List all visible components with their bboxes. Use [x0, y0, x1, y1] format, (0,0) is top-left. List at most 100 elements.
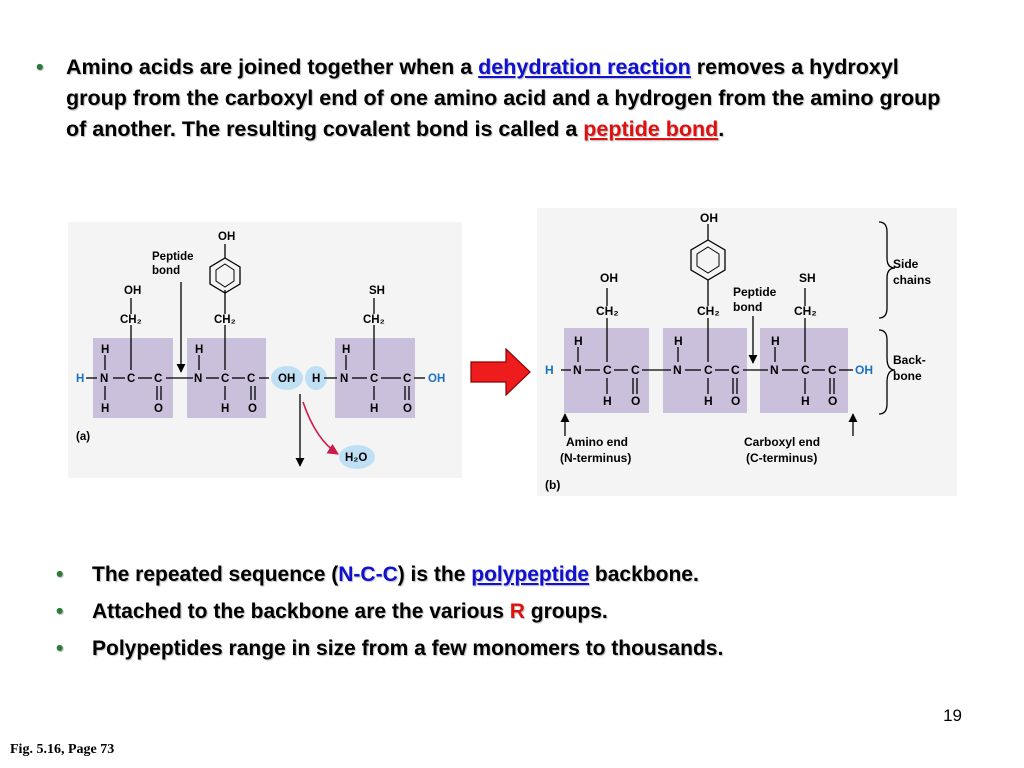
- intro-text: Amino acids are joined together when a d…: [66, 52, 956, 145]
- figure-a-dehydration: OH Peptide bond OH SH CH₂ CH₂ CH₂ H H H …: [68, 222, 462, 478]
- list-bullet: •: [56, 637, 64, 660]
- h-blue-label: H: [76, 373, 84, 385]
- list-text: The repeated sequence (: [92, 563, 339, 586]
- oh-label: OH: [124, 285, 141, 297]
- carboxyl-end-label: Carboxyl end: [744, 435, 820, 449]
- residue-box-2: [187, 338, 266, 418]
- c-terminus-label: (C-terminus): [746, 451, 817, 465]
- benzene-ring-b: [690, 239, 726, 281]
- c-label: C: [127, 373, 135, 385]
- peptide-label-a: Peptide: [152, 251, 194, 263]
- benzene-ring-a: [209, 257, 241, 294]
- bond-label-b: bond: [733, 300, 762, 314]
- h-label: H: [101, 403, 109, 415]
- figure-b-polypeptide: OH OH SH Peptide bond CH₂ CH₂ CH₂ H H H …: [537, 208, 957, 496]
- n-label: N: [573, 363, 582, 377]
- h-label: H: [195, 344, 203, 356]
- list-item: • Polypeptides range in size from a few …: [56, 630, 956, 667]
- bond-label-a: bond: [152, 265, 180, 277]
- backbone-brace: [878, 329, 896, 415]
- side-chains-brace: [878, 221, 896, 319]
- polypeptide-link[interactable]: polypeptide: [471, 563, 590, 586]
- c-label: C: [828, 363, 837, 377]
- intro-part-3: .: [718, 117, 725, 141]
- h-label: H: [101, 344, 109, 356]
- c-label: C: [704, 363, 713, 377]
- oh-label: OH: [278, 373, 295, 385]
- c-label: C: [631, 363, 640, 377]
- intro-part-1: Amino acids are joined together when a: [66, 55, 479, 79]
- residue-box-3: [760, 328, 848, 413]
- h-label: H: [574, 334, 583, 348]
- h-label: H: [370, 403, 378, 415]
- backbone-label-1: Back-: [893, 353, 926, 367]
- o-label: O: [631, 394, 640, 408]
- dehydration-reaction-link[interactable]: dehydration reaction: [478, 55, 691, 79]
- o-label: O: [248, 403, 257, 415]
- residue-box-2: [663, 328, 747, 413]
- list-text: backbone.: [589, 563, 699, 586]
- water-label: H₂O: [345, 452, 367, 464]
- h-label: H: [704, 394, 713, 408]
- ch2-label: CH₂: [120, 314, 142, 326]
- list-text: ) is the: [397, 563, 472, 586]
- intro-bullet: •: [36, 55, 44, 79]
- list-item: • Attached to the backbone are the vario…: [56, 593, 956, 630]
- bullet-list: • The repeated sequence (N-C-C) is the p…: [56, 556, 956, 667]
- ch2-label: CH₂: [697, 304, 720, 318]
- n-label: N: [340, 373, 348, 385]
- reaction-arrow-icon: [470, 348, 531, 396]
- c-label: C: [403, 373, 411, 385]
- c-label: C: [801, 363, 810, 377]
- list-item: • The repeated sequence (N-C-C) is the p…: [56, 556, 956, 593]
- figure-reference: Fig. 5.16, Page 73: [10, 742, 115, 757]
- n-label: N: [673, 363, 682, 377]
- side-chains-label-2: chains: [893, 273, 931, 287]
- intro-part-2: removes a hydroxyl group from the carbox…: [66, 55, 941, 141]
- oh-label: OH: [700, 211, 718, 225]
- residue-box-3: [335, 338, 415, 418]
- h-label: H: [603, 394, 612, 408]
- n-label: N: [770, 363, 779, 377]
- side-chains-label-1: Side: [893, 257, 919, 271]
- oh-label: OH: [600, 271, 618, 285]
- backbone-label-2: bone: [893, 369, 922, 383]
- ch2-label: CH₂: [363, 314, 385, 326]
- h-label: H: [312, 373, 320, 385]
- c-label: C: [731, 363, 740, 377]
- list-text: Polypeptides range in size from a few mo…: [92, 637, 724, 660]
- r-groups-highlight: R: [509, 600, 525, 623]
- water-release-arrow: [302, 401, 339, 455]
- h-label: H: [674, 334, 683, 348]
- list-bullet: •: [56, 600, 64, 623]
- n-label: N: [194, 373, 202, 385]
- c-label: C: [154, 373, 162, 385]
- list-bullet: •: [56, 563, 64, 586]
- ch2-label: CH₂: [596, 304, 619, 318]
- peptide-bond-link[interactable]: peptide bond: [583, 117, 719, 141]
- list-text: groups.: [524, 600, 608, 623]
- oh-blue-label: OH: [855, 363, 873, 377]
- h-label: H: [221, 403, 229, 415]
- c-label: C: [603, 363, 612, 377]
- o-label: O: [731, 394, 740, 408]
- oh-label: OH: [218, 231, 235, 243]
- h-blue-label: H: [545, 363, 554, 377]
- sh-label: SH: [799, 271, 816, 285]
- sh-label: SH: [369, 285, 385, 297]
- c-label: C: [221, 373, 229, 385]
- n-label: N: [100, 373, 108, 385]
- list-text: Attached to the backbone are the various: [92, 600, 510, 623]
- ch2-label: CH₂: [214, 314, 236, 326]
- c-label: C: [247, 373, 255, 385]
- n-terminus-label: (N-terminus): [560, 451, 631, 465]
- intro-paragraph: • Amino acids are joined together when a…: [36, 52, 956, 145]
- ncc-highlight: N-C-C: [338, 563, 398, 586]
- panel-label-a: (a): [76, 431, 90, 443]
- peptide-label-b: Peptide: [733, 285, 777, 299]
- o-label: O: [828, 394, 837, 408]
- c-label: C: [370, 373, 378, 385]
- h-label: H: [771, 334, 780, 348]
- o-label: O: [403, 403, 412, 415]
- residue-box-1: [93, 338, 173, 418]
